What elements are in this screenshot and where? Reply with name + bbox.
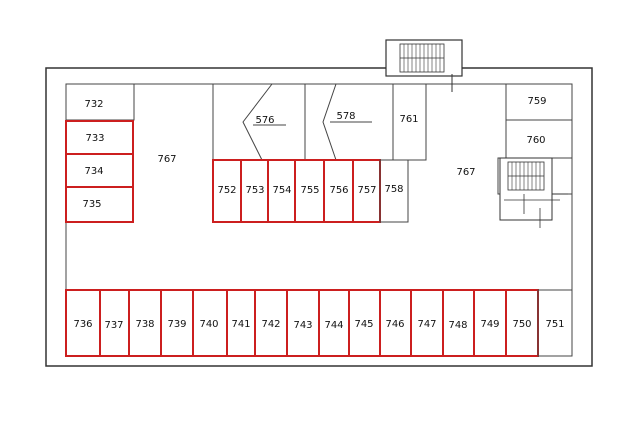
room-label: 744 — [324, 320, 343, 331]
room-label: 767 — [456, 167, 475, 178]
building-outline — [45, 67, 593, 367]
room-label: 738 — [135, 319, 154, 330]
room-761 — [392, 83, 427, 161]
room-label: 739 — [167, 319, 186, 330]
room-751 — [537, 289, 573, 357]
stair-icon — [385, 39, 463, 92]
room-label: 576 — [255, 115, 274, 126]
room-label: 750 — [512, 319, 531, 330]
room-576-ramp — [242, 83, 273, 161]
room-label: 734 — [84, 166, 103, 177]
room-label: 733 — [85, 133, 104, 144]
room-label: 755 — [300, 185, 319, 196]
room-label: 740 — [199, 319, 218, 330]
room-label: 737 — [104, 320, 123, 331]
room-735 — [65, 186, 134, 223]
room-label: 748 — [448, 320, 467, 331]
room-label: 736 — [73, 319, 92, 330]
room-label: 761 — [399, 114, 418, 125]
room-label: 742 — [261, 319, 280, 330]
room-758 — [379, 159, 409, 223]
room-label: 756 — [329, 185, 348, 196]
stair-icon — [499, 157, 568, 228]
room-label: 759 — [527, 96, 546, 107]
room-label: 578 — [336, 111, 355, 122]
room-label: 751 — [545, 319, 564, 330]
room-label: 758 — [384, 184, 403, 195]
room-label: 760 — [526, 135, 545, 146]
room-label: 754 — [272, 185, 291, 196]
room-label: 732 — [84, 99, 103, 110]
room-label: 767 — [157, 154, 176, 165]
room-label: 747 — [417, 319, 436, 330]
room-label: 745 — [354, 319, 373, 330]
room-label: 741 — [231, 319, 250, 330]
room-label: 746 — [385, 319, 404, 330]
room-578-ramp — [322, 83, 337, 161]
room-label: 753 — [245, 185, 264, 196]
room-label: 735 — [82, 199, 101, 210]
room-label: 743 — [293, 320, 312, 331]
room-label: 757 — [357, 185, 376, 196]
room-label: 749 — [480, 319, 499, 330]
room-label: 752 — [217, 185, 236, 196]
